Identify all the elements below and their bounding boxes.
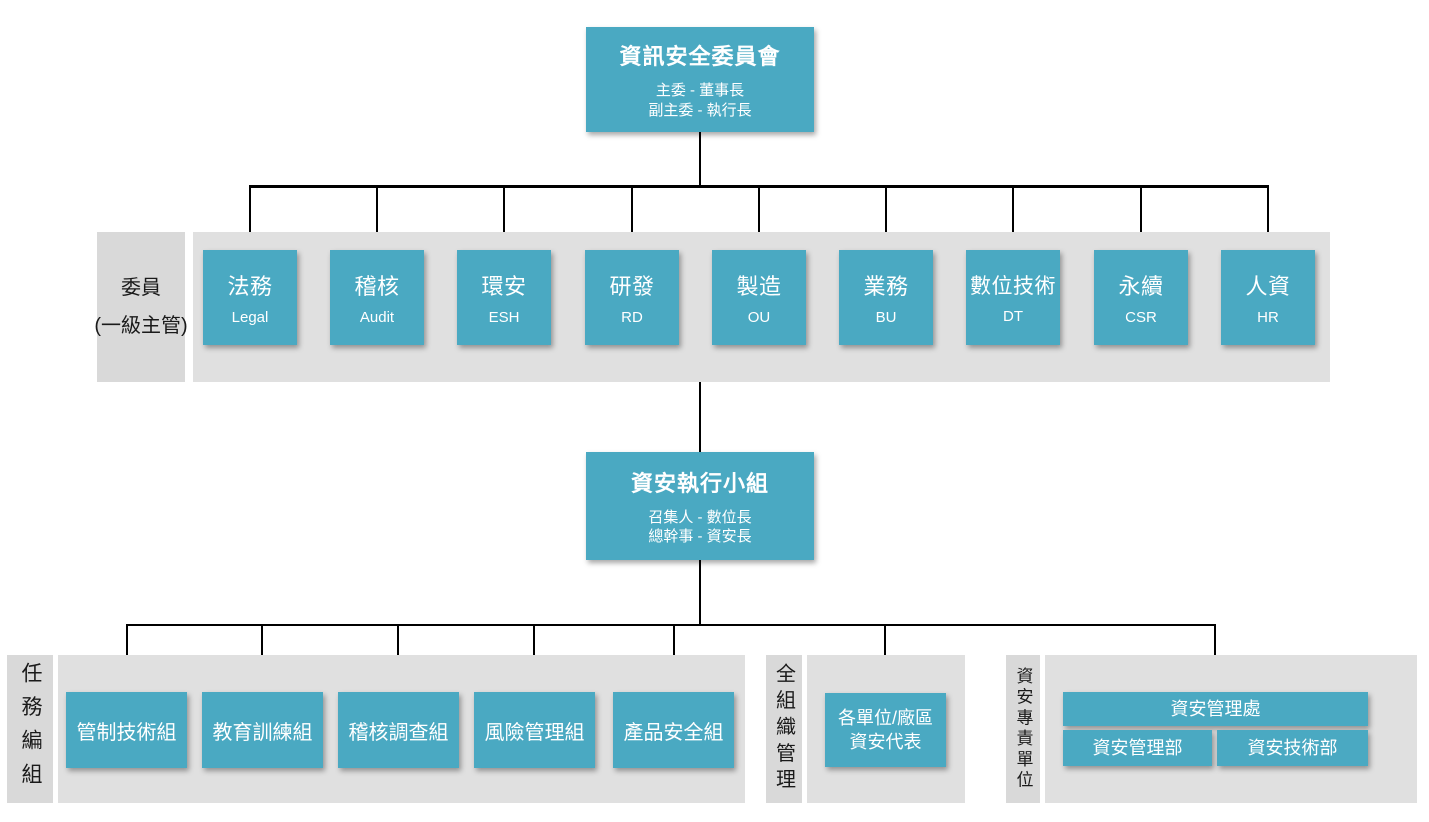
connector-line xyxy=(376,186,378,250)
node-csr: 永續 CSR xyxy=(1094,250,1188,345)
member-abbr: CSR xyxy=(1125,309,1157,326)
connector-line xyxy=(699,560,701,626)
node-security-management-dept: 資安管理部 xyxy=(1063,730,1212,766)
member-abbr: BU xyxy=(875,309,897,326)
node-security-exec-team-title: 資安執行小組 xyxy=(630,470,769,496)
connector-line xyxy=(699,382,701,452)
member-name: 永續 xyxy=(1118,274,1164,299)
connector-line xyxy=(758,186,760,250)
connector-line xyxy=(631,186,633,250)
connector-line xyxy=(885,186,887,250)
committee-members-label: 委員 (一級主管) xyxy=(94,232,188,382)
node-ou: 製造 OU xyxy=(712,250,806,345)
node-security-exec-team: 資安執行小組 召集人 - 數位長 總幹事 - 資安長 xyxy=(586,452,814,560)
dedicated-unit-band xyxy=(1045,655,1417,803)
node-info-security-committee-title: 資訊安全委員會 xyxy=(619,44,781,69)
member-name: 人資 xyxy=(1245,274,1291,299)
node-security-exec-team-secretary: 總幹事 - 資安長 xyxy=(648,528,752,545)
member-name: 稽核 xyxy=(354,274,400,299)
member-abbr: Audit xyxy=(359,309,395,326)
connector-line xyxy=(1267,186,1269,250)
member-name: 業務 xyxy=(863,274,909,299)
member-name: 研發 xyxy=(609,274,655,299)
node-info-security-committee-chair: 主委 - 董事長 xyxy=(655,82,745,99)
member-abbr: Legal xyxy=(231,309,269,326)
committee-members-label-line1: 委員 xyxy=(121,277,161,299)
connector-line xyxy=(249,186,251,250)
node-control-tech-group: 管制技術組 xyxy=(66,692,187,768)
connector-line xyxy=(1012,186,1014,250)
node-info-security-committee: 資訊安全委員會 主委 - 董事長 副主委 - 執行長 xyxy=(586,27,814,132)
node-audit: 稽核 Audit xyxy=(330,250,424,345)
node-unit-site-representatives-line2: 資安代表 xyxy=(849,732,922,752)
node-security-technology-dept: 資安技術部 xyxy=(1217,730,1368,766)
dedicated-unit-label: 資安專責單位 xyxy=(1006,655,1040,803)
task-groups-label: 任務編組 xyxy=(7,655,53,803)
node-security-exec-team-convener: 召集人 - 數位長 xyxy=(648,508,752,526)
node-security-management-division: 資安管理處 xyxy=(1063,692,1368,726)
member-abbr: RD xyxy=(621,309,643,326)
node-esh: 環安 ESH xyxy=(457,250,551,345)
member-name: 製造 xyxy=(736,274,782,299)
connector-line xyxy=(503,186,505,250)
node-legal: 法務 Legal xyxy=(203,250,297,345)
member-abbr: ESH xyxy=(488,309,520,326)
member-abbr: DT xyxy=(1003,308,1023,325)
node-bu: 業務 BU xyxy=(839,250,933,345)
node-product-security-group: 產品安全組 xyxy=(613,692,734,768)
node-hr: 人資 HR xyxy=(1221,250,1315,345)
connector-line xyxy=(126,624,1216,626)
node-info-security-committee-vicechair: 副主委 - 執行長 xyxy=(648,101,752,119)
committee-members-label-line2: (一級主管) xyxy=(94,315,188,337)
connector-line xyxy=(1140,186,1142,250)
node-education-training-group: 教育訓練組 xyxy=(202,692,323,768)
node-dt: 數位技術 DT xyxy=(966,250,1060,345)
member-abbr: OU xyxy=(747,309,771,326)
member-name: 環安 xyxy=(481,274,527,299)
member-abbr: HR xyxy=(1257,309,1279,326)
node-audit-investigation-group: 稽核調查組 xyxy=(338,692,459,768)
node-risk-management-group: 風險管理組 xyxy=(474,692,595,768)
node-unit-site-representatives-line1: 各單位/廠區 xyxy=(837,707,933,728)
member-name: 數位技術 xyxy=(970,275,1056,298)
member-name: 法務 xyxy=(227,274,273,299)
org-wide-label: 全組織管理 xyxy=(766,655,802,803)
node-rd: 研發 RD xyxy=(585,250,679,345)
connector-line xyxy=(699,131,701,188)
node-unit-site-representatives: 各單位/廠區 資安代表 xyxy=(825,693,946,767)
